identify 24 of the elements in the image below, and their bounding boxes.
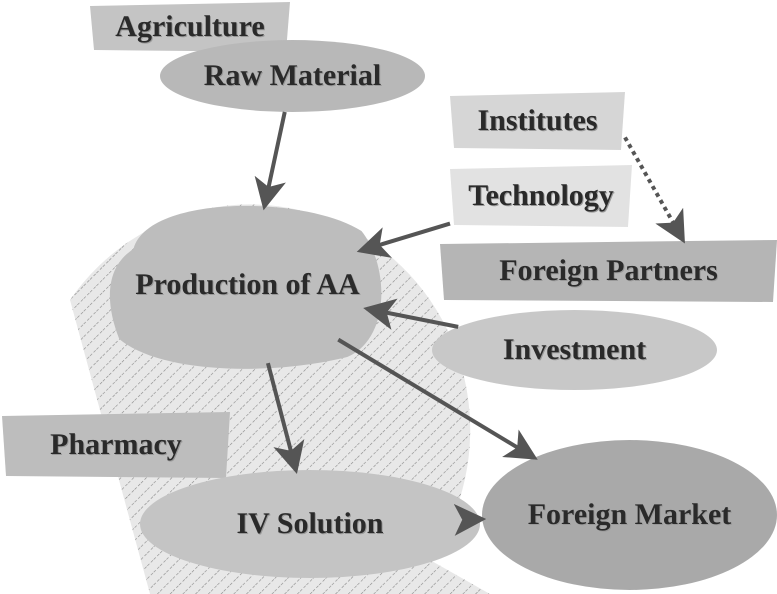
arrow [337, 338, 538, 460]
label-band [90, 2, 290, 52]
label-band [2, 412, 230, 478]
label-band [440, 240, 777, 302]
node-label: IV Solution [236, 507, 384, 541]
arrow [623, 136, 685, 244]
node-label: Foreign Market [528, 498, 732, 532]
ellipse-node [432, 310, 717, 390]
node-label: Technology [468, 179, 614, 213]
node-label: Investment [502, 333, 646, 367]
label-band [450, 165, 632, 227]
arrow [363, 298, 459, 330]
node-label: Agriculture [115, 10, 265, 44]
node-label: Institutes [477, 104, 598, 138]
node-label: Foreign Partners [499, 254, 718, 288]
node-label: Production of AA [135, 268, 360, 302]
ellipse-node [482, 440, 777, 590]
arrow [254, 112, 287, 210]
ellipse-node [140, 470, 480, 578]
node-label: Raw Material [204, 59, 382, 93]
node-label: Pharmacy [50, 428, 182, 462]
label-band [450, 92, 625, 150]
arrow [356, 222, 451, 258]
arrow [454, 504, 486, 536]
